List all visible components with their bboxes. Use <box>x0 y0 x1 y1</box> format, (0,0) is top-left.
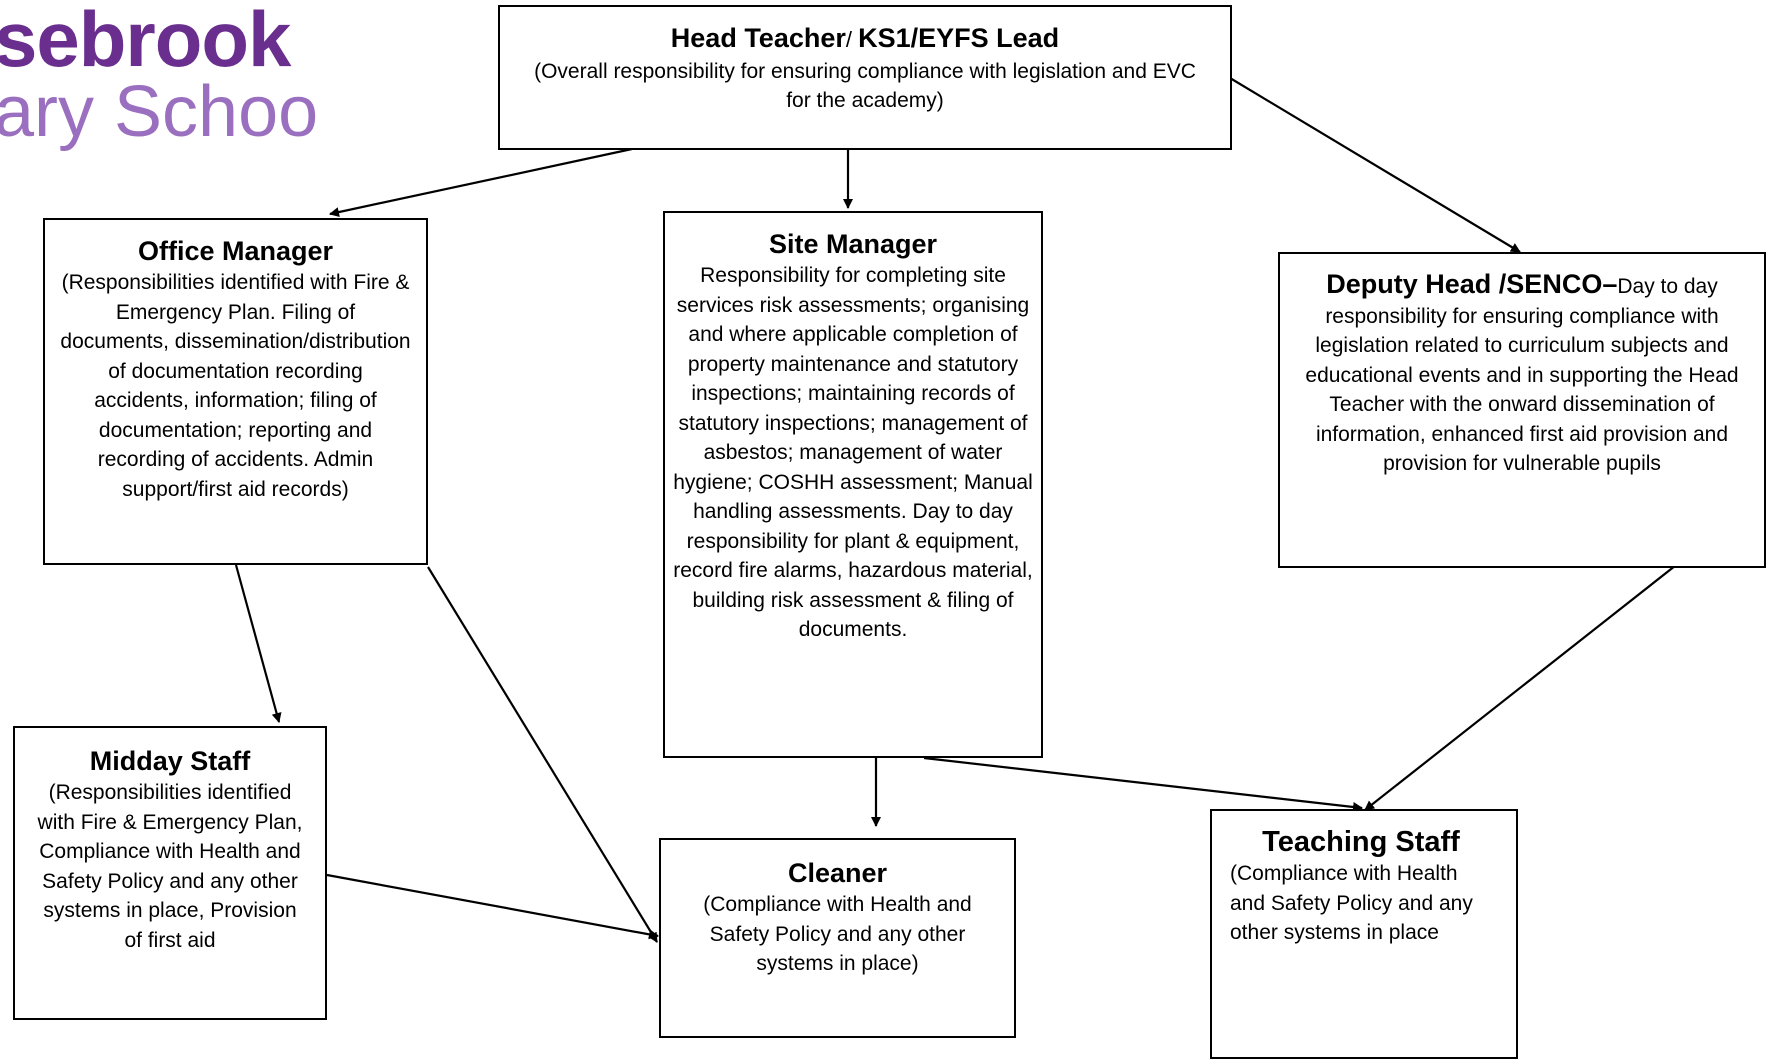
connector-site-to-teaching <box>923 756 1363 812</box>
site-manager-box: Site Manager Responsibility for completi… <box>663 211 1043 758</box>
head-teacher-description: (Overall responsibility for ensuring com… <box>534 60 1196 112</box>
office-manager-description: (Responsibilities identified with Fire &… <box>60 271 411 501</box>
deputy-head-box: Deputy Head /SENCO–Day to day responsibi… <box>1278 252 1766 568</box>
office-manager-title: Office Manager <box>137 236 334 266</box>
site-manager-title: Site Manager <box>768 229 938 259</box>
midday-staff-description: (Responsibilities identified with Fire &… <box>37 781 303 952</box>
connector-head-to-office <box>329 147 633 217</box>
site-manager-description: Responsibility for completing site servi… <box>673 264 1033 641</box>
connector-deputy-to-teaching <box>1364 561 1681 811</box>
deputy-head-description: Day to day responsibility for ensuring c… <box>1305 275 1739 475</box>
head-teacher-title-part1: Head Teacher <box>670 23 846 53</box>
cleaner-description: (Compliance with Health and Safety Polic… <box>703 893 972 975</box>
logo-text-line1: sebrook <box>0 0 291 83</box>
teaching-staff-box: Teaching Staff (Compliance with Health a… <box>1210 809 1518 1059</box>
connector-midday-to-cleaner <box>326 873 659 940</box>
head-teacher-title: Head Teacher/ KS1/EYFS Lead <box>508 21 1222 57</box>
connector-office-to-cleaner <box>427 566 658 943</box>
head-teacher-title-part2: KS1/EYFS Lead <box>858 23 1060 53</box>
teaching-staff-description: (Compliance with Health and Safety Polic… <box>1230 862 1473 944</box>
cleaner-title: Cleaner <box>787 858 888 888</box>
cleaner-box: Cleaner (Compliance with Health and Safe… <box>659 838 1016 1038</box>
teaching-staff-title: Teaching Staff <box>1262 826 1460 858</box>
deputy-head-title: Deputy Head /SENCO– <box>1326 269 1618 299</box>
midday-staff-title: Midday Staff <box>89 746 251 776</box>
logo-text-line2: ary School <box>0 72 318 152</box>
midday-staff-box: Midday Staff (Responsibilities identifie… <box>13 726 327 1020</box>
connector-office-to-midday <box>234 564 282 723</box>
head-teacher-box: Head Teacher/ KS1/EYFS Lead (Overall res… <box>498 5 1232 150</box>
office-manager-box: Office Manager (Responsibilities identif… <box>43 218 428 565</box>
school-logo: sebrook ary School <box>0 0 318 170</box>
title-separator: / <box>845 27 859 52</box>
connector-head-to-deputy <box>1229 77 1521 253</box>
